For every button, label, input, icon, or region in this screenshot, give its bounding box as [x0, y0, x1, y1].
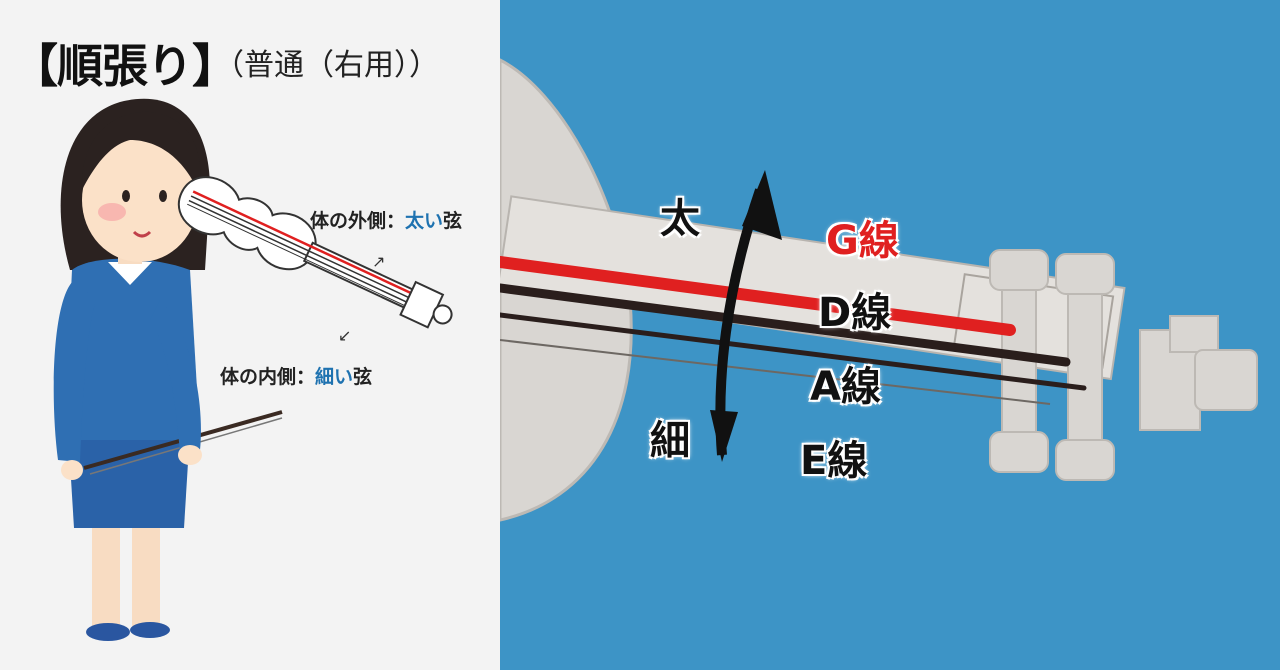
- right-leg: [132, 520, 160, 630]
- inner-suffix: 弦: [353, 366, 373, 388]
- thin-label: 細: [650, 418, 690, 464]
- outer-colon: ：: [386, 210, 406, 232]
- blush: [98, 203, 126, 221]
- outer-prefix: 体の外側: [310, 210, 387, 232]
- right-hand: [178, 445, 202, 465]
- a-string: [500, 312, 1087, 391]
- e-string: [500, 339, 1051, 405]
- right-eye: [159, 190, 167, 202]
- girl-with-violin-illustration: [53, 98, 453, 641]
- page-title: 【順張り】: [12, 39, 238, 93]
- inner-side-annotation: 体の内側：細い弦: [220, 362, 372, 389]
- left-illustration-panel: 【順張り】 （普通（右用）） 体の外側：太い弦 ↗ ↙ 体の内側：細い弦: [0, 0, 500, 670]
- g-string: [500, 256, 1016, 336]
- sweater: [64, 258, 200, 440]
- a-string-label: A線: [810, 364, 881, 410]
- up-arrowhead-icon: [742, 170, 782, 240]
- outer-highlight: 太い: [405, 210, 444, 232]
- violin-scroll: [1139, 315, 1258, 431]
- right-arm: [150, 300, 201, 452]
- left-shoe: [86, 623, 130, 641]
- left-eye: [122, 190, 130, 202]
- left-arm: [53, 280, 96, 462]
- up-right-arrow-icon: ↗: [372, 252, 386, 271]
- right-closeup-panel: [500, 0, 1280, 670]
- face: [82, 138, 198, 262]
- outer-suffix: 弦: [443, 210, 463, 232]
- outer-side-annotation: 体の外側：太い弦: [310, 206, 462, 233]
- right-shoe: [130, 622, 170, 638]
- mouth: [132, 230, 152, 238]
- page-subtitle: （普通（右用））: [214, 48, 439, 83]
- inner-prefix: 体の内側: [220, 366, 297, 388]
- down-left-arrow-icon: ↙: [338, 326, 352, 345]
- small-violin: [178, 176, 453, 329]
- inner-colon: ：: [296, 366, 316, 388]
- down-arrowhead-icon: [710, 410, 738, 462]
- inner-highlight: 細い: [315, 366, 354, 388]
- left-hand: [61, 460, 83, 480]
- bangs: [81, 111, 201, 195]
- violin-closeup-illustration: [500, 58, 1258, 522]
- left-leg: [92, 520, 120, 630]
- e-string-label: E線: [800, 438, 868, 484]
- g-string-label: G線: [826, 218, 899, 264]
- tuning-pegs: [989, 249, 1115, 481]
- thick-label: 太: [660, 196, 700, 242]
- d-string: [500, 283, 1071, 367]
- d-string-label: D線: [818, 290, 892, 336]
- collar: [108, 262, 152, 285]
